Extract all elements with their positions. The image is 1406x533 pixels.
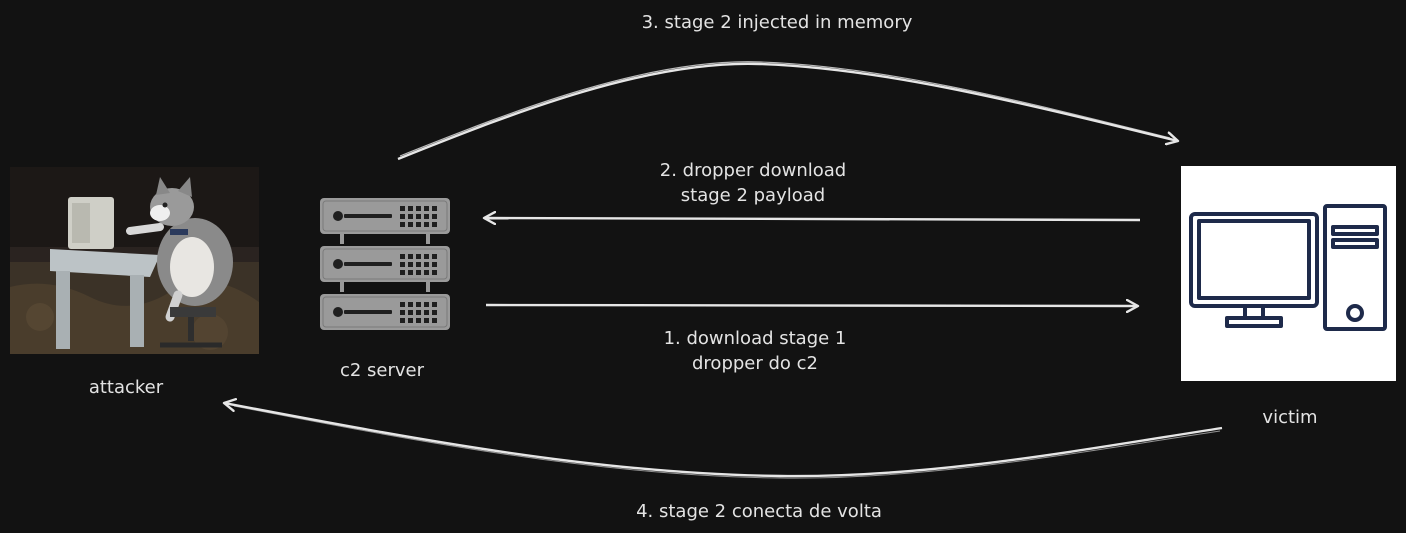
c2-server-label: c2 server	[339, 360, 425, 381]
edge-1-arrow	[485, 305, 1138, 306]
edge-4-arrow	[224, 403, 1223, 478]
attacker-photo	[10, 167, 259, 354]
victim-label: victim	[1262, 407, 1318, 428]
edge-1-label: 1. download stage 1 dropper do c2	[663, 328, 847, 374]
attacker-label: attacker	[88, 377, 164, 398]
victim-node	[1181, 166, 1396, 381]
desktop-computer-icon	[1189, 204, 1387, 331]
edge-3-label: 3. stage 2 injected in memory	[641, 12, 913, 33]
server-rack-icon	[319, 198, 451, 331]
edge-2-arrow	[484, 218, 1141, 220]
edge-4-label: 4. stage 2 conecta de volta	[636, 501, 882, 522]
edge-3-arrow	[397, 62, 1178, 161]
edge-2-label: 2. dropper download stage 2 payload	[659, 160, 847, 206]
